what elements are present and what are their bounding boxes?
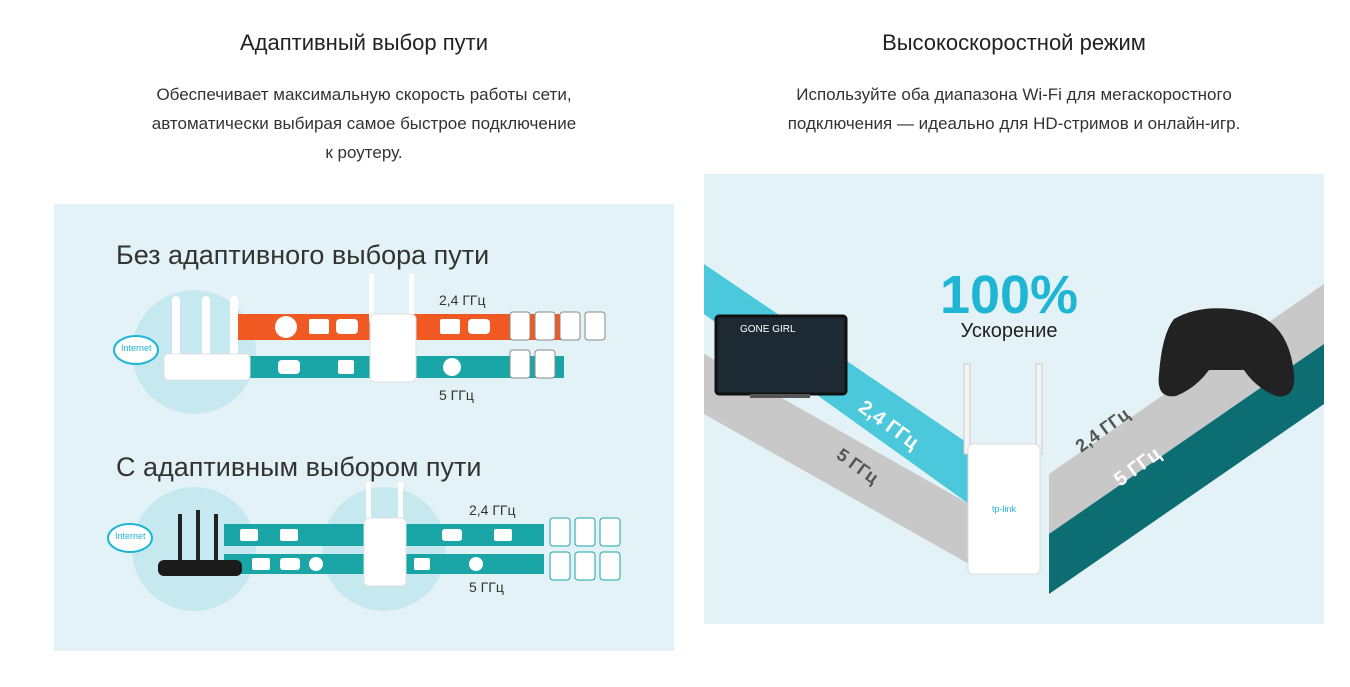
high-speed-graphic: [704, 264, 1324, 594]
band-5-label: 5 ГГц: [439, 387, 474, 403]
description-line: подключения — идеально для HD-стримов и …: [787, 114, 1241, 133]
mail-icon: [240, 529, 258, 541]
description-line: Используйте оба диапазона Wi-Fi для мега…: [796, 85, 1232, 104]
high-speed-title: Высокоскоростной режим: [882, 30, 1146, 55]
brand-logo: tp-link: [992, 504, 1017, 514]
description-line: Обеспечивает максимальную скорость работ…: [156, 85, 572, 104]
adaptive-path-illustration: Без адаптивного выбора пути С адаптивным…: [54, 204, 674, 651]
folder-icon: [414, 558, 430, 570]
section-with-adaptive-title: С адаптивным выбором пути: [116, 452, 482, 482]
description-line: автоматически выбирая самое быстрое подк…: [151, 114, 577, 133]
mail-icon: [440, 319, 460, 334]
speed-boost-percent: 100%: [939, 265, 1079, 325]
adaptive-path-section: Адаптивный выбор пути Обеспечивает макси…: [54, 0, 674, 200]
devices-slow: [509, 311, 606, 379]
gamepad-icon: [280, 558, 300, 570]
video-icon: [494, 529, 512, 541]
gamepad-icon: [278, 360, 300, 374]
band-24-label: 2,4 ГГц: [439, 292, 486, 308]
gamepad-icon: [468, 319, 490, 334]
band-5-beam-left: [704, 354, 969, 564]
gamepad-icon: [336, 319, 358, 334]
high-speed-description: Используйте оба диапазона Wi-Fi для мега…: [704, 80, 1324, 138]
folder-icon: [338, 360, 354, 374]
router-icon: [158, 510, 242, 576]
internet-label: Internet: [121, 343, 152, 353]
play-icon: [309, 557, 323, 571]
gamepad-icon: [442, 529, 462, 541]
cloud-icon: [107, 523, 153, 553]
play-icon: [443, 358, 461, 376]
devices-fast: [549, 517, 621, 581]
range-extender-icon: [963, 363, 1043, 575]
router-glow: [132, 487, 256, 611]
router-glow: [132, 290, 256, 414]
adaptive-path-graphic: [107, 274, 621, 611]
play-icon: [275, 316, 297, 338]
description-line: к роутеру.: [325, 143, 403, 162]
band-5-label: 5 ГГц: [469, 579, 504, 595]
high-speed-illustration: 100% Ускорение GONE GIRL tp-link 2,4 ГГц…: [704, 174, 1324, 624]
high-speed-section: Высокоскоростной режим Используйте оба д…: [704, 0, 1324, 170]
play-icon: [469, 557, 483, 571]
tv-title: GONE GIRL: [740, 324, 796, 335]
internet-label: Internet: [115, 531, 146, 541]
adaptive-path-description: Обеспечивает максимальную скорость работ…: [54, 80, 674, 167]
band-24-label: 2,4 ГГц: [469, 502, 516, 518]
mail-icon: [309, 319, 329, 334]
band-5-beam-right: [1049, 344, 1324, 594]
adaptive-path-title: Адаптивный выбор пути: [239, 30, 489, 55]
router-icon: [163, 296, 251, 381]
section-without-adaptive-title: Без адаптивного выбора пути: [116, 240, 490, 270]
video-icon: [280, 529, 298, 541]
range-extender-icon: [363, 482, 407, 587]
speed-boost-label: Ускорение: [960, 320, 1058, 342]
tv-icon: [714, 314, 848, 398]
cloud-icon: [113, 335, 159, 365]
range-extender-icon: [369, 274, 417, 383]
gamepad-icon: [1158, 308, 1295, 397]
mail-icon: [252, 558, 270, 570]
